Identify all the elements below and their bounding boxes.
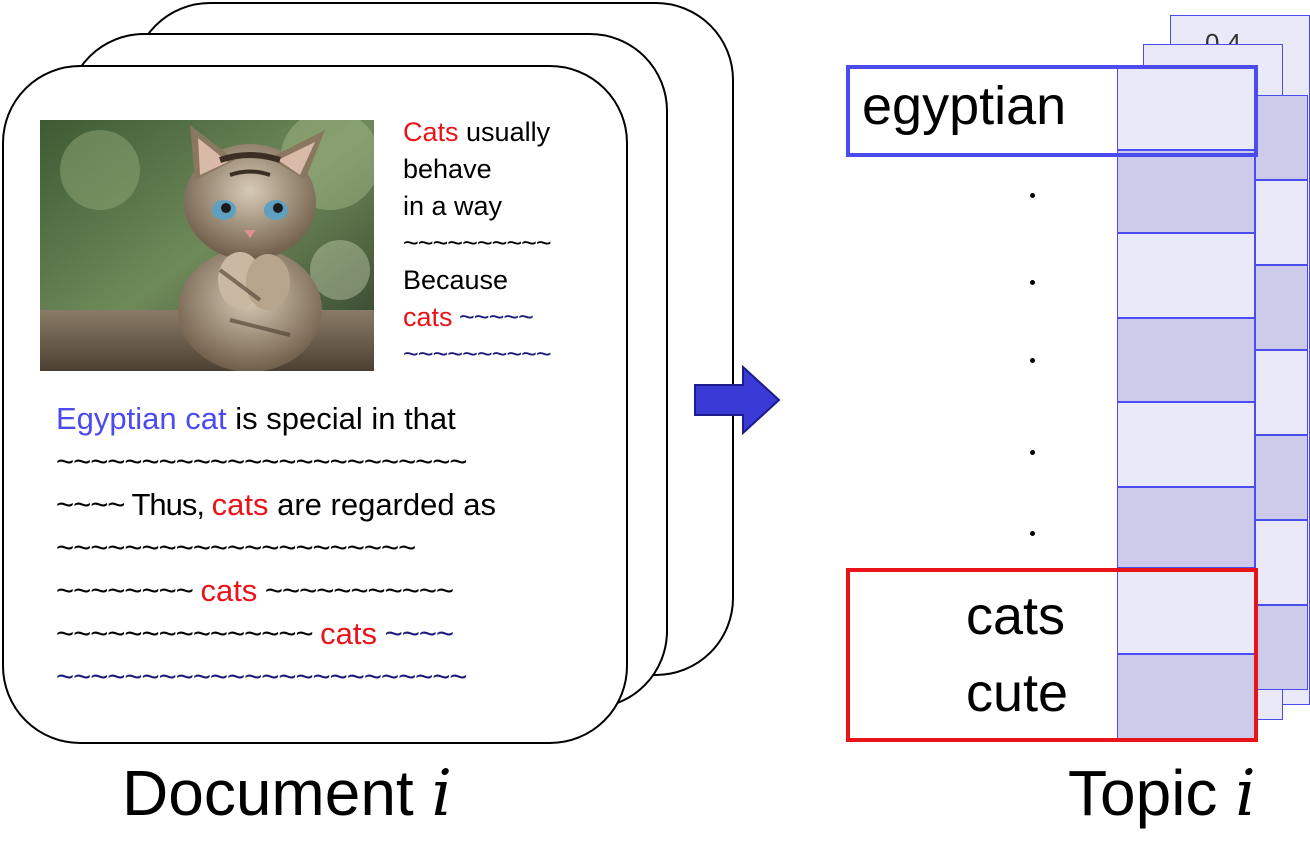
topic-top-word: egyptian xyxy=(862,76,1067,136)
side-text-line2: behave xyxy=(403,154,492,184)
topic-back-vector-cell xyxy=(1255,95,1308,180)
ellipsis-dot xyxy=(1030,531,1035,536)
para-line7: ~~~~~~~~~~~~~~~~~~~~~~~~ xyxy=(56,659,467,694)
side-text-cats-red: Cats xyxy=(403,117,459,147)
topic-vector-cell xyxy=(1117,487,1255,568)
topic-vector-cell xyxy=(1117,150,1255,233)
ellipsis-dot xyxy=(1030,193,1035,198)
para-line3-post: are regarded as xyxy=(268,487,496,522)
topic-back-vector-cell xyxy=(1255,435,1308,520)
document-caption-var: i xyxy=(431,757,452,831)
document-caption-text: Document xyxy=(122,757,414,829)
para-line5-pre: ~~~~~~~~ xyxy=(56,573,201,608)
kitten-image xyxy=(40,120,374,371)
topic-back-vector-cell xyxy=(1255,180,1308,265)
topic-caption-text: Topic xyxy=(1068,757,1218,829)
ellipsis-dot xyxy=(1030,280,1035,285)
side-text-tilde-navy: ~~~~~ xyxy=(452,302,534,332)
topic-bottom-words-box xyxy=(846,568,1258,742)
side-text-line7: ~~~~~~~~~~ xyxy=(403,339,552,369)
topic-caption-var: i xyxy=(1235,757,1256,831)
topic-vector-cell xyxy=(1117,402,1255,487)
para-line5-post: ~~~~~~~~~~~ xyxy=(257,573,454,608)
side-text-line1: usually xyxy=(458,117,551,147)
para-line5-cats: cats xyxy=(200,573,258,608)
para-line6-cats: cats xyxy=(320,616,378,651)
ellipsis-dot xyxy=(1030,450,1035,455)
side-text-line3: in a way xyxy=(403,191,503,221)
para-line1: is special in that xyxy=(226,401,456,436)
topic-back-vector-cell xyxy=(1255,265,1308,350)
para-line2: ~~~~~~~~~~~~~~~~~~~~~~~~ xyxy=(56,444,467,479)
ellipsis-dot xyxy=(1030,358,1035,363)
side-text-line5: Because xyxy=(403,265,509,295)
topic-word-cute: cute xyxy=(966,663,1069,723)
topic-vector-cell xyxy=(1117,318,1255,402)
topic-back-vector-cell xyxy=(1255,520,1308,605)
para-line6-post: ~~~~ xyxy=(377,616,454,651)
document-caption: Document i xyxy=(122,758,452,829)
topic-vector-cell xyxy=(1117,233,1255,318)
topic-vector-cell xyxy=(1117,65,1255,150)
topic-top-word-box xyxy=(846,65,1258,157)
side-text-cats2-red: cats xyxy=(403,302,453,332)
topic-word-cats: cats xyxy=(966,586,1066,646)
para-egyptian-cat: Egyptian cat xyxy=(56,401,227,436)
para-line4: ~~~~~~~~~~~~~~~~~~~~~ xyxy=(56,530,416,565)
right-arrow-icon xyxy=(694,365,781,435)
para-line6-pre: ~~~~~~~~~~~~~~~ xyxy=(56,616,321,651)
topic-caption: Topic i xyxy=(1068,758,1256,829)
topic-back-vector-cell xyxy=(1255,350,1308,435)
side-text-line4: ~~~~~~~~~~ xyxy=(403,228,552,258)
topic-back-vector-cell xyxy=(1255,605,1308,690)
para-line3-pre: ~~~~ Thus, xyxy=(56,487,212,522)
para-line3-cats: cats xyxy=(211,487,269,522)
